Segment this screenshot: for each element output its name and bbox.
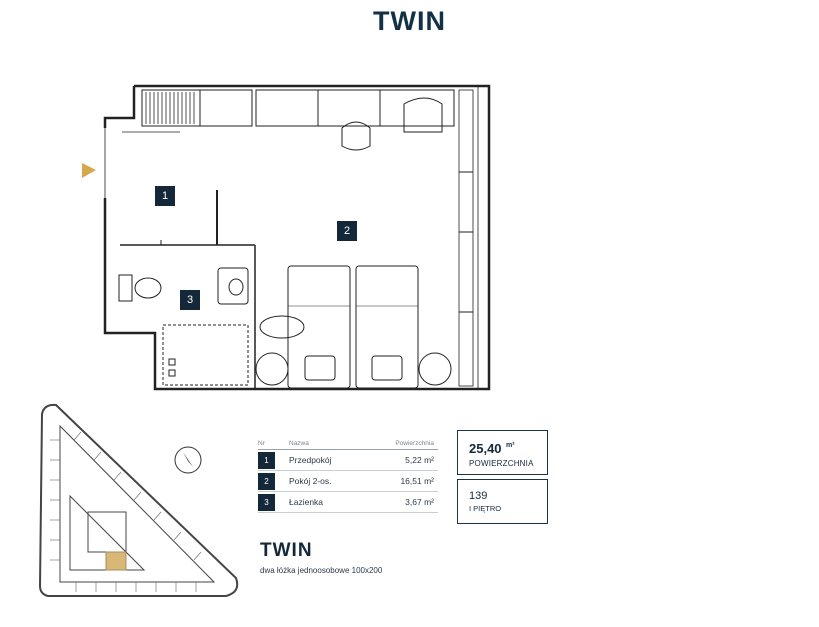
page-title: TWIN (373, 6, 446, 36)
room-label-2: 2 (337, 221, 357, 241)
room-type-title: TWIN (260, 540, 313, 561)
row-name: Pokój 2-os. (289, 476, 332, 486)
room-floor: I PIĘTRO (469, 504, 502, 513)
table-header: Nr Nazwa Powierzchnia (258, 437, 438, 450)
total-area-unit: m² (506, 442, 515, 449)
rooms-table: Nr Nazwa Powierzchnia 1 Przedpokój 5,22 … (258, 437, 438, 513)
row-area: 16,51 m² (400, 476, 434, 486)
row-name: Przedpokój (289, 455, 332, 465)
compass-icon (174, 446, 202, 474)
total-area-value: 25,40 (469, 441, 502, 456)
room-label-3: 3 (180, 290, 200, 310)
row-area: 5,22 m² (405, 455, 434, 465)
entrance-arrow-icon (82, 163, 96, 178)
row-number: 3 (258, 493, 275, 511)
row-number: 1 (258, 451, 275, 469)
room-info-box: 139 I PIĘTRO (457, 479, 548, 524)
row-name: Łazienka (289, 497, 324, 507)
row-number: 2 (258, 472, 275, 490)
total-area-label: POWIERZCHNIA (469, 459, 534, 468)
room-label-1: 1 (155, 186, 175, 206)
building-key-plan (38, 403, 239, 597)
room-type-subtitle: dwa łóżka jednoosobowe 100x200 (260, 566, 383, 575)
row-area: 3,67 m² (405, 497, 434, 507)
table-row: 3 Łazienka 3,67 m² (258, 492, 438, 513)
room-number: 139 (469, 490, 488, 502)
total-area-box: 25,40 m² POWIERZCHNIA (457, 430, 548, 475)
table-row: 1 Przedpokój 5,22 m² (258, 450, 438, 471)
table-row: 2 Pokój 2-os. 16,51 m² (258, 471, 438, 492)
